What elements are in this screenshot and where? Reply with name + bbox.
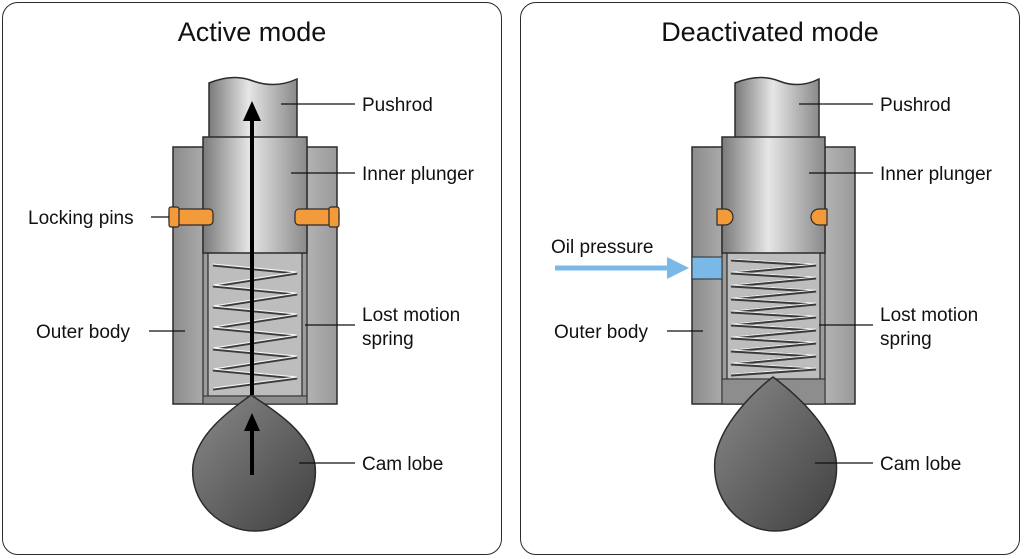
locking-pins-label: Locking pins	[28, 208, 134, 229]
cam-lobe-label: Cam lobe	[362, 454, 443, 475]
lost-motion-spring-label: Lost motion	[362, 305, 460, 326]
leader-lines	[149, 103, 355, 464]
lost-motion-spring	[730, 258, 817, 377]
inner-plunger	[721, 136, 826, 254]
pushrod-label: Pushrod	[880, 95, 951, 116]
oil-pressure-label: Oil pressure	[551, 237, 653, 258]
locking-pin-left	[168, 206, 214, 228]
inner-plunger-label: Inner plunger	[362, 164, 475, 185]
deactivated-mode-diagram: Pushrod Inner plunger Oil pressure Outer…	[551, 76, 993, 532]
active-mode-panel: Pushrod Inner plunger Locking pins Outer…	[2, 2, 502, 555]
lost-motion-spring-label-2: spring	[362, 329, 414, 350]
outer-body-label: Outer body	[36, 322, 130, 343]
leader-lines	[667, 103, 873, 464]
lost-motion-spring	[212, 263, 298, 391]
cam-lobe-label: Cam lobe	[880, 454, 961, 475]
deactivated-mode-panel: Pushrod Inner plunger Oil pressure Outer…	[520, 2, 1020, 555]
outer-body-label: Outer body	[554, 322, 648, 343]
lost-motion-spring-label-2: spring	[880, 329, 932, 350]
active-mode-title: Active mode	[177, 17, 327, 47]
active-mode-diagram: Pushrod Inner plunger Locking pins Outer…	[28, 76, 475, 532]
oil-pressure-arrow	[555, 257, 689, 279]
locking-pin-right	[810, 208, 828, 226]
inner-plunger-label: Inner plunger	[880, 164, 993, 185]
lost-motion-spring-label: Lost motion	[880, 305, 978, 326]
motion-arrow	[243, 101, 261, 475]
deactivated-mode-title: Deactivated mode	[661, 17, 879, 47]
inner-plunger	[202, 136, 308, 254]
pushrod-label: Pushrod	[362, 95, 433, 116]
cam-lobe	[713, 376, 838, 532]
locking-pin-left	[716, 208, 734, 226]
pushrod	[734, 76, 820, 144]
oil-passage	[691, 256, 723, 280]
locking-pin-right	[294, 206, 340, 228]
cam-lobe	[192, 394, 317, 532]
